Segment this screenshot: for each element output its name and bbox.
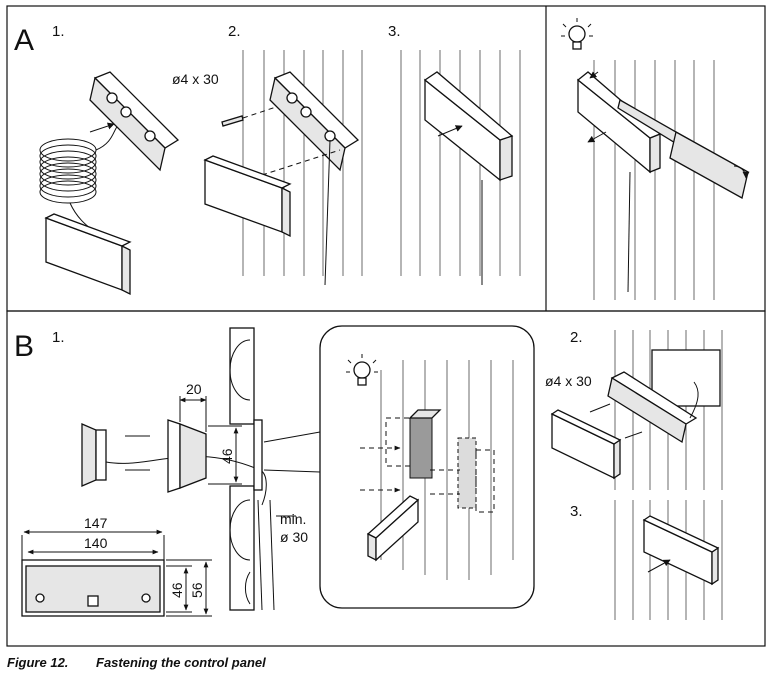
control-panel-a3 [423,71,514,182]
a3-push-arrow [437,125,463,137]
panel-b-step-3: 3. [570,503,583,520]
height-inner-dimension: 46 [169,582,185,598]
panel-a-screw-label: ø4 x 30 [172,71,219,87]
control-panel-front [21,559,165,617]
hole-label-diameter: ø 30 [280,529,308,545]
screw-b2-lower [624,431,643,439]
panel-a-step-1: 1. [52,23,65,40]
wall-section [229,327,263,611]
bracket-clip-left [385,409,442,479]
control-panel-tip [366,495,420,562]
panel-b-step-1: 1. [52,329,65,346]
a2-illustration [203,50,363,286]
a-tip-illustration [561,18,750,300]
b3-push-arrow [647,559,671,573]
control-panel-b2 [550,409,622,480]
cable-coil [39,119,131,246]
lightbulb-icon [561,18,593,50]
screw-a2 [221,103,286,127]
mounting-bracket-a1 [89,71,180,172]
panel-b-frame [6,310,766,647]
hole-label-min: min. [280,511,306,527]
a4-rotate-arrow [733,165,750,179]
control-panel-b3 [642,515,720,586]
b1-side-view: 20 46 min. ø 30 [81,327,308,611]
lightbulb-icon [346,354,378,386]
a3-illustration [400,50,521,285]
mounting-bracket-b2 [607,371,698,444]
panel-b-letter: B [14,330,34,363]
b3-illustration [614,500,723,620]
panel-b-screw-label: ø4 x 30 [545,373,592,389]
a4-pull-arrow [587,131,607,143]
height-dimension: 46 [219,448,235,464]
mounting-bracket-a2 [269,71,360,172]
a1-insert-arrow [89,122,115,133]
bracket-clip-right [457,437,495,513]
screw-b2-upper [589,403,611,413]
panel-b-step-2: 2. [570,329,583,346]
depth-dimension: 20 [186,381,202,397]
a4-down-arrow [589,71,599,79]
control-panel-side [81,423,107,487]
mounting-bracket-side [167,419,207,493]
panel-a-step-2: 2. [228,23,241,40]
screwdriver [617,99,749,199]
figure-number: Figure 12. [7,655,68,670]
a1-illustration [39,71,180,296]
control-panel-a1 [44,213,132,296]
panel-a-letter: A [14,24,34,57]
height-outer-dimension: 56 [189,582,205,598]
control-panel-a2 [203,155,292,238]
width-inner-dimension: 140 [84,535,108,551]
figure-title: Fastening the control panel [96,655,266,670]
b2-illustration: ø4 x 30 [545,330,723,490]
b1-front-view: 147 140 46 56 [21,515,212,617]
b1-cable [105,455,267,506]
panel-a-step-3: 3. [388,23,401,40]
width-outer-dimension: 147 [84,515,108,531]
b-tip-callout [263,325,535,609]
